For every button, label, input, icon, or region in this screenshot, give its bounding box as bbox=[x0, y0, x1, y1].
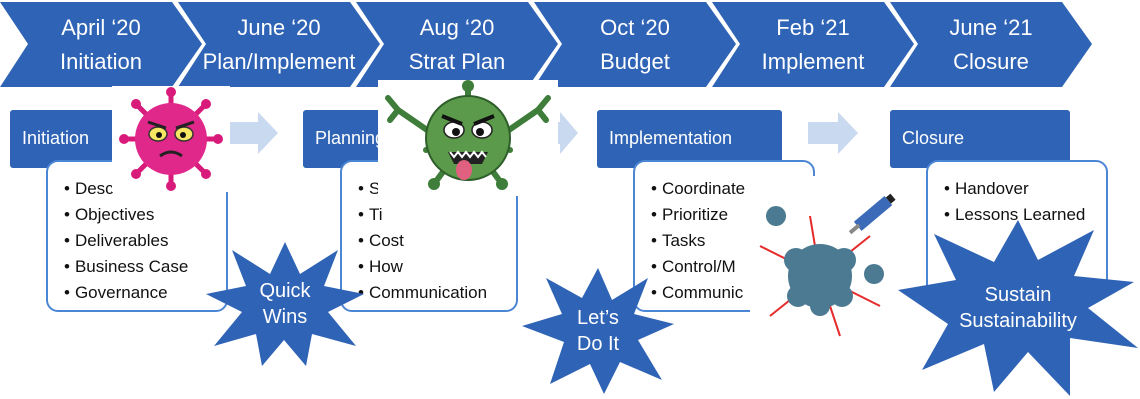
list-item: Cost bbox=[358, 228, 506, 254]
chevron-shape bbox=[534, 2, 736, 87]
list-item: Lessons Learned bbox=[944, 202, 1096, 228]
burst-line: Wins bbox=[262, 306, 308, 328]
list-item: Governance bbox=[64, 280, 216, 306]
list-item: Tasks bbox=[651, 228, 803, 254]
burst-lets-do-it: Let’s Do It bbox=[522, 268, 674, 394]
chevron-date: June ‘21 bbox=[949, 14, 1033, 40]
chevron-phase: Plan/Implement bbox=[202, 48, 356, 74]
chevron-shape bbox=[0, 2, 202, 87]
chevron-shape bbox=[890, 2, 1092, 87]
phase-title: Initiation bbox=[22, 128, 90, 148]
chevron-phase: Closure bbox=[953, 48, 1029, 74]
list-item: Communication bbox=[358, 280, 506, 306]
list-item: Prioritize bbox=[651, 202, 803, 228]
list-item: Coordinate bbox=[651, 176, 803, 202]
chevron-date: Feb ‘21 bbox=[776, 14, 850, 40]
chevron-shape bbox=[356, 2, 558, 87]
list-item: Desc bbox=[64, 176, 216, 202]
burst-line: Do It bbox=[576, 333, 620, 355]
phase-header-closure: Closure bbox=[890, 110, 1070, 168]
chevron-shape bbox=[178, 2, 380, 87]
list-item: Communic bbox=[651, 280, 803, 306]
list-item: Deliverables bbox=[64, 228, 216, 254]
virus-and-syringe-icon bbox=[750, 176, 900, 348]
burst-line: Let’s bbox=[577, 307, 619, 329]
chevron-phase: Budget bbox=[600, 48, 670, 74]
list-item: Objectives bbox=[64, 202, 216, 228]
angry-green-virus-icon bbox=[378, 80, 558, 196]
phase-title: Closure bbox=[902, 128, 965, 148]
bullet-list: Handover Lessons Learned bbox=[944, 176, 1096, 228]
chevron-date: Oct ‘20 bbox=[600, 14, 670, 40]
chevron-date: April ‘20 bbox=[61, 14, 141, 40]
list-item: Control/M bbox=[651, 254, 803, 280]
chevron-shape bbox=[712, 2, 914, 87]
chevron-date: Aug ‘20 bbox=[419, 14, 495, 40]
starburst-shape bbox=[898, 220, 1138, 396]
starburst-shape bbox=[206, 242, 364, 366]
list-item: Ti bbox=[358, 202, 506, 228]
phase-title: Planning bbox=[315, 128, 386, 148]
chevron-phase: Strat Plan bbox=[408, 48, 506, 74]
chevron-date: June ‘20 bbox=[237, 14, 321, 40]
chevron-phase: Initiation bbox=[60, 48, 142, 74]
connector-arrow bbox=[228, 112, 278, 154]
list-item: How bbox=[358, 254, 506, 280]
list-item: Business Case bbox=[64, 254, 216, 280]
angry-pink-virus-icon bbox=[112, 86, 230, 192]
starburst-shape bbox=[522, 268, 674, 394]
burst-line: Sustainability bbox=[959, 310, 1077, 332]
phase-header-implementation: Implementation bbox=[597, 110, 782, 168]
bullet-list: Desc Objectives Deliverables Business Ca… bbox=[64, 176, 216, 306]
burst-line: Sustain bbox=[984, 284, 1052, 306]
chevron-phase: Implement bbox=[761, 48, 865, 74]
list-item: Handover bbox=[944, 176, 1096, 202]
phase-title: Implementation bbox=[609, 128, 733, 148]
bullet-list: Coordinate Prioritize Tasks Control/M Co… bbox=[651, 176, 803, 306]
burst-line: Quick bbox=[259, 280, 311, 302]
connector-arrow bbox=[808, 112, 858, 154]
